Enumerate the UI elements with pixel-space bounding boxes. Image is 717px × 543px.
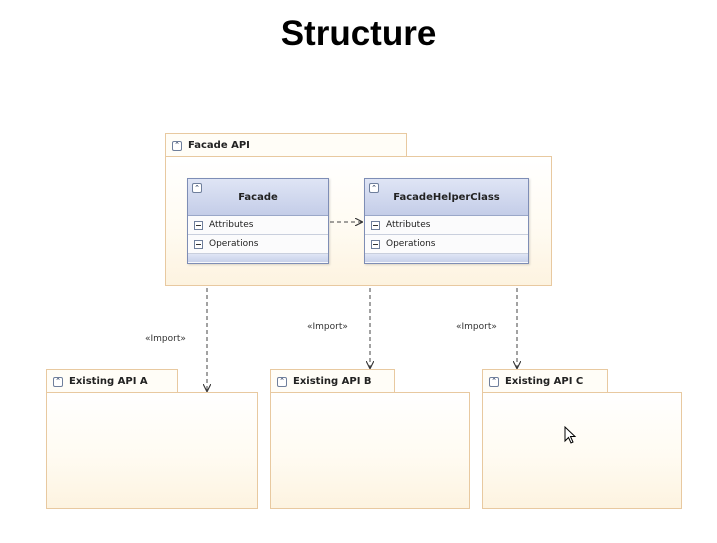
package-existing-api-a[interactable]	[46, 392, 258, 509]
class-facade-helper[interactable]: ⌃ FacadeHelperClass Attributes Operation…	[364, 178, 529, 264]
class-header[interactable]: ⌃ FacadeHelperClass	[365, 179, 528, 216]
attributes-compartment[interactable]: Attributes	[365, 216, 528, 235]
package-existing-api-b[interactable]	[270, 392, 470, 509]
package-label: Existing API C	[505, 376, 584, 387]
class-name: Facade	[238, 191, 278, 203]
import-label-c: «Import»	[456, 322, 497, 332]
collapse-icon[interactable]: ⌃	[172, 140, 182, 151]
collapse-minus-icon[interactable]	[371, 239, 380, 249]
collapse-icon[interactable]: ⌃	[489, 376, 499, 387]
page-title: Structure	[280, 14, 437, 53]
package-existing-api-c[interactable]	[482, 392, 682, 509]
package-tab-existing-api-b[interactable]: ⌃ Existing API B	[270, 369, 395, 393]
class-facade[interactable]: ⌃ Facade Attributes Operations	[187, 178, 329, 264]
collapse-minus-icon[interactable]	[194, 220, 203, 230]
compartment-label: Operations	[386, 239, 436, 249]
class-footer	[188, 254, 328, 262]
class-name: FacadeHelperClass	[393, 191, 500, 203]
compartment-label: Attributes	[209, 220, 254, 230]
operations-compartment[interactable]: Operations	[365, 235, 528, 254]
package-label: Existing API B	[293, 376, 372, 387]
package-tab-existing-api-c[interactable]: ⌃ Existing API C	[482, 369, 608, 393]
class-header[interactable]: ⌃ Facade	[188, 179, 328, 216]
collapse-icon[interactable]: ⌃	[369, 183, 379, 193]
package-tab-facade-api[interactable]: ⌃ Facade API	[165, 133, 407, 157]
operations-compartment[interactable]: Operations	[188, 235, 328, 254]
collapse-icon[interactable]: ⌃	[53, 376, 63, 387]
attributes-compartment[interactable]: Attributes	[188, 216, 328, 235]
collapse-icon[interactable]: ⌃	[277, 376, 287, 387]
import-label-b: «Import»	[307, 322, 348, 332]
package-tab-existing-api-a[interactable]: ⌃ Existing API A	[46, 369, 178, 393]
collapse-icon[interactable]: ⌃	[192, 183, 202, 193]
import-label-a: «Import»	[145, 334, 186, 344]
compartment-label: Operations	[209, 239, 259, 249]
package-label: Facade API	[188, 140, 250, 151]
compartment-label: Attributes	[386, 220, 431, 230]
mouse-pointer-icon	[564, 426, 577, 444]
collapse-minus-icon[interactable]	[371, 220, 380, 230]
class-footer	[365, 254, 528, 262]
package-label: Existing API A	[69, 376, 148, 387]
collapse-minus-icon[interactable]	[194, 239, 203, 249]
